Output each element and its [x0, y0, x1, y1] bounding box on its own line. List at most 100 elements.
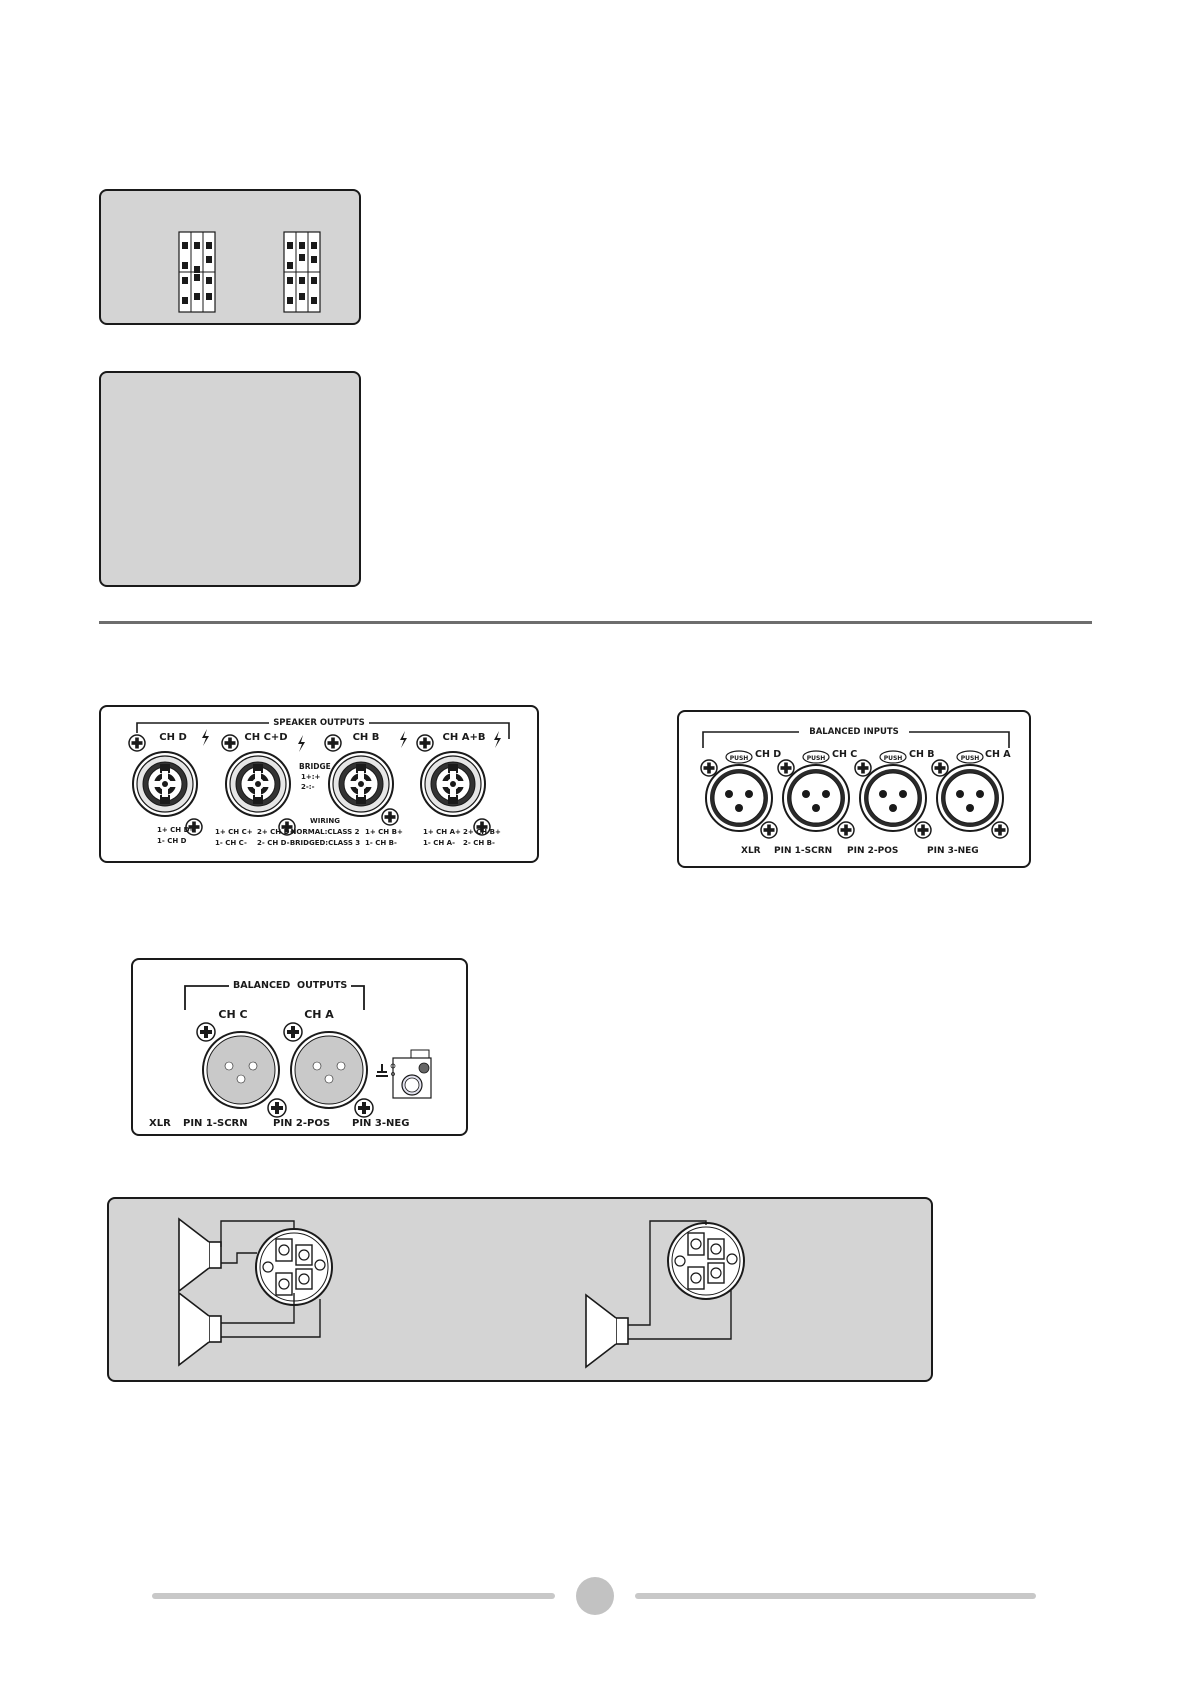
channel-label-ch-cd: CH C+D — [244, 732, 287, 743]
screw-icon — [700, 759, 718, 777]
xlr-output-connector-ch-c[interactable] — [202, 1031, 280, 1109]
channel-label-ch-c: CH C — [218, 1008, 247, 1021]
pin-3-label: PIN 3-NEG — [352, 1118, 409, 1129]
section-divider — [99, 621, 1092, 624]
speakon-connector-ch-d[interactable] — [132, 751, 198, 817]
push-release-tab[interactable]: PUSH — [802, 750, 830, 764]
screw-icon — [283, 1022, 303, 1042]
wiring-title: WIRING — [310, 817, 340, 825]
pin-label: 2- CH D- — [257, 839, 290, 847]
page-number-dot — [576, 1577, 614, 1615]
push-release-tab[interactable]: PUSH — [956, 750, 984, 764]
pin-label: 1- CH B- — [365, 839, 397, 847]
push-label: PUSH — [730, 755, 749, 762]
push-label: PUSH — [884, 755, 903, 762]
speakon-connector-ch-cd[interactable] — [225, 751, 291, 817]
pin-1-label: PIN 1-SCRN — [183, 1118, 248, 1129]
lightning-icon — [494, 731, 501, 748]
wiring-bridged: BRIDGED:CLASS 3 — [290, 839, 360, 847]
pin-1-label: PIN 1-SCRN — [774, 846, 832, 856]
channel-label-ch-b: CH B — [909, 749, 934, 760]
balanced-inputs-graphic: BALANCED INPUTS PUSH PUSH PUSH PUSH CH D… — [700, 725, 1011, 856]
speaker-icon — [178, 1292, 222, 1366]
wiring-normal: NORMAL:CLASS 2 — [291, 828, 360, 836]
balanced-inputs-title: BALANCED INPUTS — [809, 727, 899, 737]
footer-line-left — [152, 1593, 555, 1599]
push-label: PUSH — [961, 755, 980, 762]
screw-icon — [354, 1098, 374, 1118]
channel-label-ch-c: CH C — [832, 749, 857, 760]
speaker-outputs-graphic: SPEAKER OUTPUTS CH D CH C+D CH B CH A+B … — [128, 716, 510, 847]
xlr-output-connector-ch-a[interactable] — [290, 1031, 368, 1109]
channel-label-ch-ab: CH A+B — [443, 732, 486, 743]
footer-line-right — [635, 1593, 1036, 1599]
pin-label: 1+ CH B+ — [365, 828, 403, 836]
balanced-title-a: BALANCED — [233, 980, 290, 991]
ground-lift-switch[interactable] — [392, 1049, 432, 1099]
channel-label-ch-d: CH D — [755, 749, 781, 760]
pin-2-label: PIN 2-POS — [847, 846, 898, 856]
push-release-tab[interactable]: PUSH — [879, 750, 907, 764]
screw-icon — [931, 759, 949, 777]
speakon-connector-ch-b[interactable] — [328, 751, 394, 817]
screw-icon — [854, 759, 872, 777]
wiring-lines-left — [220, 1220, 321, 1338]
pin-label: 2+ CH D+ — [257, 828, 295, 836]
pin-xlr-label: XLR — [149, 1118, 171, 1129]
bridge-line-2: 2-:- — [301, 783, 315, 791]
speaker-wiring-diagram-box — [107, 1197, 933, 1382]
lightning-icon — [202, 729, 209, 746]
channel-label-ch-b: CH B — [353, 732, 380, 743]
wiring-lines-right — [628, 1220, 732, 1340]
push-release-tab[interactable]: PUSH — [725, 750, 753, 764]
dip-switch-bank-left — [178, 231, 216, 313]
screw-icon — [196, 1022, 216, 1042]
pin-label: 2+ CH B+ — [463, 828, 501, 836]
pin-xlr-label: XLR — [741, 846, 761, 856]
screw-icon — [267, 1098, 287, 1118]
screw-icon — [991, 821, 1009, 839]
balanced-inputs-panel: BALANCED INPUTS PUSH PUSH PUSH PUSH CH D… — [677, 710, 1031, 868]
xlr-input-connector-ch-c[interactable] — [782, 764, 850, 832]
pin-label: 1+ CH D+ — [157, 826, 195, 834]
balanced-outputs-graphic: BALANCED OUTPUTS CH C CH A XLR PIN 1-SCR… — [149, 978, 432, 1129]
screw-icon — [837, 821, 855, 839]
speaker-outputs-title: SPEAKER OUTPUTS — [273, 718, 365, 728]
bridge-line-1: 1+:+ — [301, 773, 321, 781]
ground-icon — [376, 1063, 396, 1077]
speaker-wiring-graphic — [178, 1218, 745, 1368]
screw-icon — [914, 821, 932, 839]
pin-label: 1- CH C- — [215, 839, 247, 847]
screw-icon — [381, 808, 399, 826]
speaker-outputs-panel: SPEAKER OUTPUTS CH D CH C+D CH B CH A+B … — [99, 705, 539, 863]
dip-switch-graphic — [178, 231, 321, 313]
pin-label: 1- CH A- — [423, 839, 455, 847]
screw-icon — [324, 734, 342, 752]
screw-icon — [128, 734, 146, 752]
channel-label-ch-d: CH D — [159, 732, 187, 743]
pin-2-label: PIN 2-POS — [273, 1118, 330, 1129]
screw-icon — [221, 734, 239, 752]
balanced-title-b: OUTPUTS — [297, 980, 347, 991]
pin-label: 1- CH D — [157, 837, 187, 845]
channel-label-ch-a: CH A — [304, 1008, 334, 1021]
empty-diagram-box — [99, 371, 361, 587]
pin-label: 1+ CH C+ — [215, 828, 253, 836]
xlr-input-connector-ch-b[interactable] — [859, 764, 927, 832]
dip-switch-diagram-box — [99, 189, 361, 325]
lightning-icon — [298, 735, 305, 752]
pin-label: 2- CH B- — [463, 839, 495, 847]
push-label: PUSH — [807, 755, 826, 762]
pin-label: 1+ CH A+ — [423, 828, 461, 836]
xlr-input-connector-ch-d[interactable] — [705, 764, 773, 832]
balanced-outputs-panel: BALANCED OUTPUTS CH C CH A XLR PIN 1-SCR… — [131, 958, 468, 1136]
speaker-icon — [178, 1218, 222, 1292]
lightning-icon — [400, 731, 407, 748]
screw-icon — [760, 821, 778, 839]
speakon-connector-diagram-right — [667, 1222, 745, 1300]
screw-icon — [777, 759, 795, 777]
xlr-input-connector-ch-a[interactable] — [936, 764, 1004, 832]
screw-icon — [416, 734, 434, 752]
speakon-connector-ch-ab[interactable] — [420, 751, 486, 817]
pin-3-label: PIN 3-NEG — [927, 846, 979, 856]
